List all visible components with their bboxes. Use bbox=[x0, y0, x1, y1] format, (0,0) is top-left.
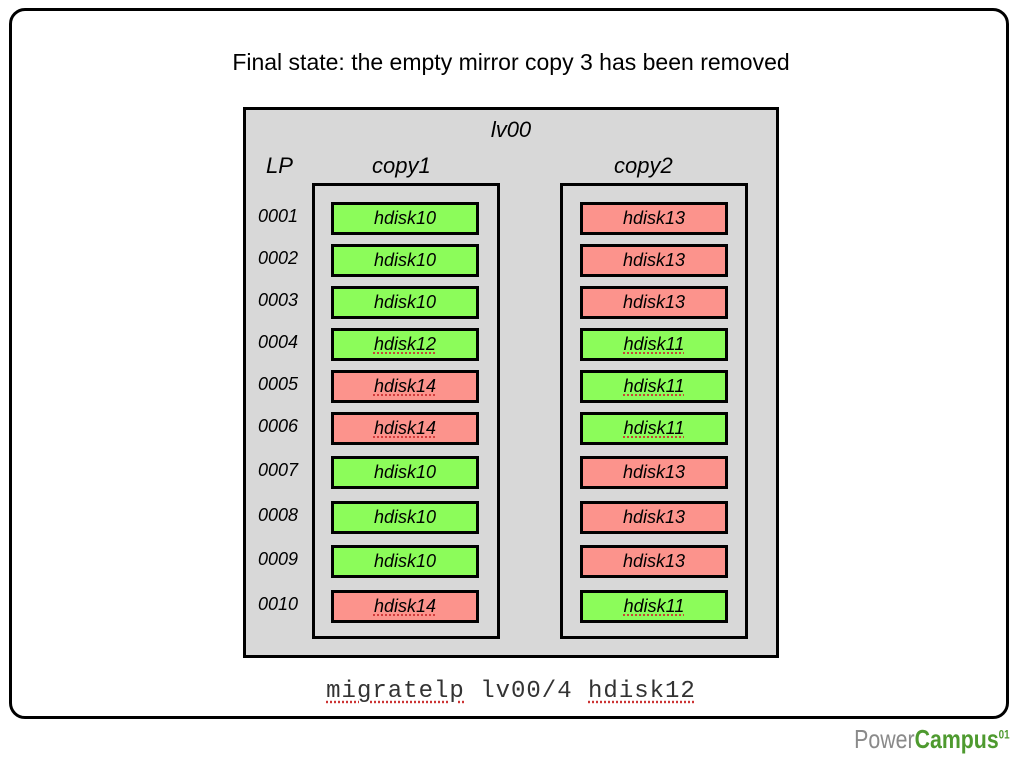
copy2-header: copy2 bbox=[614, 153, 673, 178]
pp-cell-copy2: hdisk13 bbox=[580, 244, 728, 277]
pp-cell-copy2: hdisk13 bbox=[580, 545, 728, 578]
pp-cell-copy2: hdisk13 bbox=[580, 202, 728, 235]
lp-label: 0002 bbox=[258, 248, 299, 268]
pp-cell-copy1: hdisk14 bbox=[331, 370, 479, 403]
lv-name: lv00 bbox=[490, 117, 532, 142]
command-args: lv00/4 bbox=[480, 678, 573, 705]
pp-cell-copy1: hdisk10 bbox=[331, 501, 479, 534]
slide-title: Final state: the empty mirror copy 3 has… bbox=[232, 49, 790, 75]
powercampus-logo: PowerCampus01 bbox=[854, 724, 1010, 754]
pp-cell-copy2: hdisk13 bbox=[580, 456, 728, 489]
pp-cell-copy1: hdisk10 bbox=[331, 456, 479, 489]
lp-label: 0005 bbox=[258, 374, 299, 394]
lp-label: 0008 bbox=[258, 505, 299, 525]
pp-cell-copy2: hdisk11 bbox=[580, 412, 728, 445]
pp-cell-copy2: hdisk11 bbox=[580, 590, 728, 623]
lp-label: 0004 bbox=[258, 332, 299, 352]
lp-label: 0010 bbox=[258, 594, 299, 614]
command-target: hdisk12 bbox=[588, 678, 696, 705]
lp-label: 0003 bbox=[258, 290, 299, 310]
pp-cell-copy1: hdisk12 bbox=[331, 328, 479, 361]
copy2-column bbox=[560, 183, 748, 639]
pp-cell-copy1: hdisk10 bbox=[331, 244, 479, 277]
pp-cell-copy2: hdisk13 bbox=[580, 286, 728, 319]
command-line: migratelp lv00/4 hdisk12 bbox=[0, 678, 1022, 705]
pp-cell-copy1: hdisk14 bbox=[331, 412, 479, 445]
lp-label: 0009 bbox=[258, 549, 299, 569]
pp-cell-copy2: hdisk11 bbox=[580, 370, 728, 403]
pp-cell-copy2: hdisk11 bbox=[580, 328, 728, 361]
pp-cell-copy1: hdisk10 bbox=[331, 545, 479, 578]
lp-label: 0007 bbox=[258, 460, 299, 480]
lp-label: 0001 bbox=[258, 206, 299, 226]
pp-cell-copy1: hdisk10 bbox=[331, 202, 479, 235]
pp-cell-copy2: hdisk13 bbox=[580, 501, 728, 534]
lp-label: 0006 bbox=[258, 416, 299, 436]
command-name: migratelp bbox=[326, 678, 465, 705]
pp-cell-copy1: hdisk14 bbox=[331, 590, 479, 623]
copy1-column bbox=[312, 183, 500, 639]
pp-cell-copy1: hdisk10 bbox=[331, 286, 479, 319]
lp-header: LP bbox=[266, 153, 293, 178]
copy1-header: copy1 bbox=[372, 153, 431, 178]
